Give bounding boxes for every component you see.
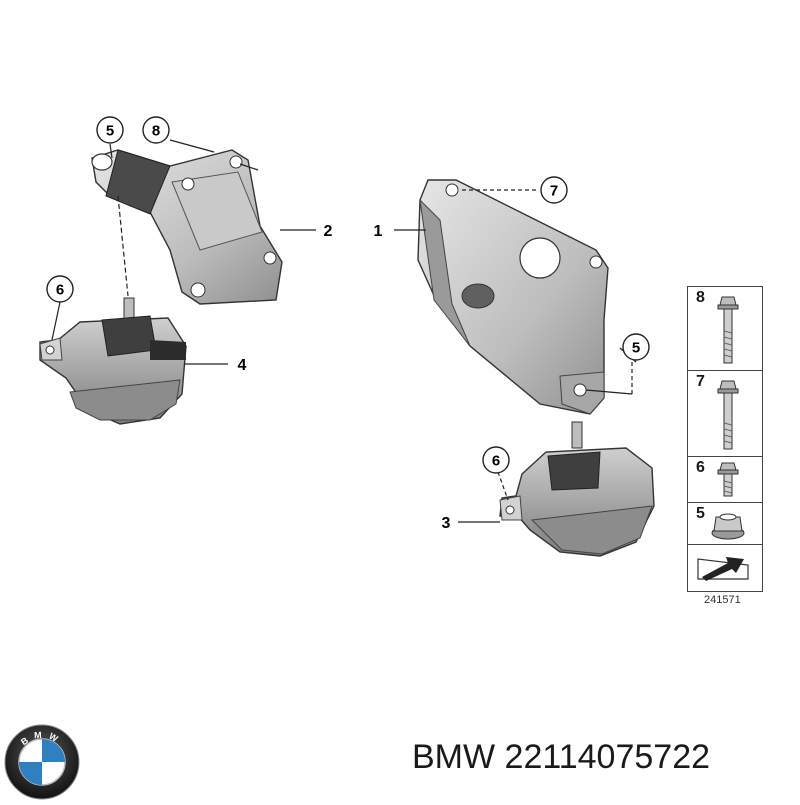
long-bolt-icon xyxy=(717,296,739,364)
leader-lines xyxy=(51,139,637,523)
callout-5-top: 5 xyxy=(96,116,124,144)
callout-7-label: 7 xyxy=(550,183,558,200)
callout-5-right: 5 xyxy=(622,333,650,361)
engine-mount-left xyxy=(39,297,187,425)
callout-8-top: 8 xyxy=(142,116,170,144)
legend-number-5: 5 xyxy=(696,505,705,522)
callout-7: 7 xyxy=(540,176,568,204)
flange-nut-icon xyxy=(711,513,745,540)
callout-5-top-label: 5 xyxy=(106,123,114,140)
callout-6-lower: 6 xyxy=(482,446,510,474)
engine-support-bracket-right xyxy=(417,179,609,415)
callout-1-label: 1 xyxy=(374,223,383,240)
legend-number-6: 6 xyxy=(696,459,705,476)
callout-5-right-label: 5 xyxy=(632,340,640,357)
engine-mount-right xyxy=(499,421,655,557)
callout-6-left-label: 6 xyxy=(56,282,64,299)
fastener-legend: 8 7 6 5 xyxy=(687,286,763,592)
part-number-caption: BMW 22114075722 xyxy=(412,738,711,776)
callout-2-label: 2 xyxy=(324,223,333,240)
engine-support-bracket-left xyxy=(91,149,283,305)
callout-4-label: 4 xyxy=(238,357,247,374)
legend-row-6: 6 xyxy=(687,456,763,503)
bmw-logo: BMW xyxy=(4,724,80,800)
legend-row-arrow xyxy=(687,544,763,592)
short-bolt-icon xyxy=(717,462,739,497)
legend-number-7: 7 xyxy=(696,373,705,390)
callout-6-lower-label: 6 xyxy=(492,453,500,470)
bolt-icon xyxy=(717,380,739,450)
diagram-reference-number: 241571 xyxy=(704,594,741,606)
callout-3-label: 3 xyxy=(442,515,451,532)
legend-number-8: 8 xyxy=(696,289,705,306)
callout-8-top-label: 8 xyxy=(152,123,160,140)
callout-6-left: 6 xyxy=(46,275,74,303)
direction-arrow-icon xyxy=(697,557,749,581)
legend-row-7: 7 xyxy=(687,370,763,457)
legend-row-5: 5 xyxy=(687,502,763,545)
legend-row-8: 8 xyxy=(687,286,763,371)
